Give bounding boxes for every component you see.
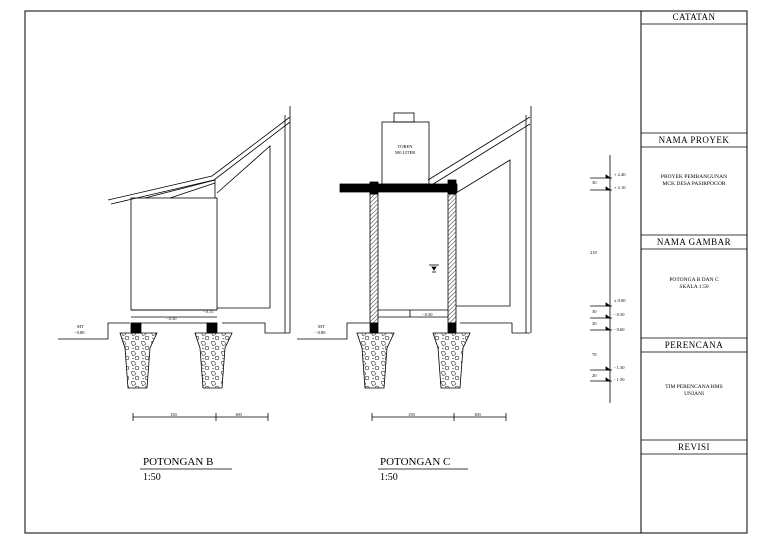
nama-gambar-heading: NAMA GAMBAR [656, 237, 732, 247]
elev-dim-0: 30 [592, 180, 597, 185]
section-b-title: POTONGAN B [143, 456, 214, 468]
perencana-line-2: UNJANI [684, 391, 704, 397]
section-b-mt-value: - 0.80 [74, 330, 85, 335]
tank-label-2: 500 LITER [394, 150, 416, 155]
elev-level-4: - 0.60 [614, 327, 625, 332]
section-b-dim-2: 100 [235, 412, 242, 417]
elevation-scale [590, 155, 612, 403]
section-c-title: POTONGAN C [380, 456, 451, 468]
elev-dim-1: 210 [590, 250, 597, 255]
section-b-dim-1: 150 [170, 412, 177, 417]
tank-label-1: TOREN [397, 144, 413, 149]
elev-dim-4: 70 [592, 352, 597, 357]
section-b-mt-label: MT [77, 324, 84, 329]
titleblock-lines [641, 23, 747, 455]
section-c-dim-1: 150 [408, 412, 415, 417]
section-b-elev-2: - 0.30 [166, 316, 177, 321]
section-c-dim-2: 100 [474, 412, 481, 417]
elev-dim-5: 20 [592, 373, 597, 378]
section-c-mt-label: MT [318, 324, 325, 329]
elev-level-6: - 1.50 [614, 377, 625, 382]
elev-dim-2: 30 [592, 309, 597, 314]
elev-dim-3: 30 [592, 321, 597, 326]
elev-level-2: ± 0.00 [614, 298, 626, 303]
gambar-line-1: POTONGA B DAN C [669, 277, 719, 283]
section-c-mt-value: - 0.80 [315, 330, 326, 335]
elev-level-3: - 0.30 [614, 312, 625, 317]
sheet-border [24, 10, 748, 534]
proyek-line-2: MCK DESA PASIRPOGOR [662, 181, 726, 187]
section-c-elev-1: - 0.30 [422, 312, 433, 317]
proyek-line-1: PROYEK PEMBANGUNAN [660, 174, 728, 180]
section-b-scale: 1:50 [143, 472, 161, 483]
perencana-line-1: TIM PERENCANA HMS [665, 384, 723, 390]
section-c-scale: 1:50 [380, 472, 398, 483]
elev-level-1: + 2.10 [614, 185, 626, 190]
elev-level-0: + 2.40 [614, 172, 626, 177]
elev-level-5: - 1.30 [614, 365, 625, 370]
revisi-heading: REVISI [678, 442, 710, 452]
section-c-drawing [297, 106, 532, 470]
section-b-elev-1: - 0.15 [203, 309, 214, 314]
section-b-drawing [58, 106, 291, 470]
catatan-heading: CATATAN [672, 12, 716, 22]
nama-proyek-heading: NAMA PROYEK [658, 135, 730, 145]
perencana-heading: PERENCANA [664, 340, 724, 350]
gambar-line-2: SKALA 1:50 [679, 284, 709, 290]
